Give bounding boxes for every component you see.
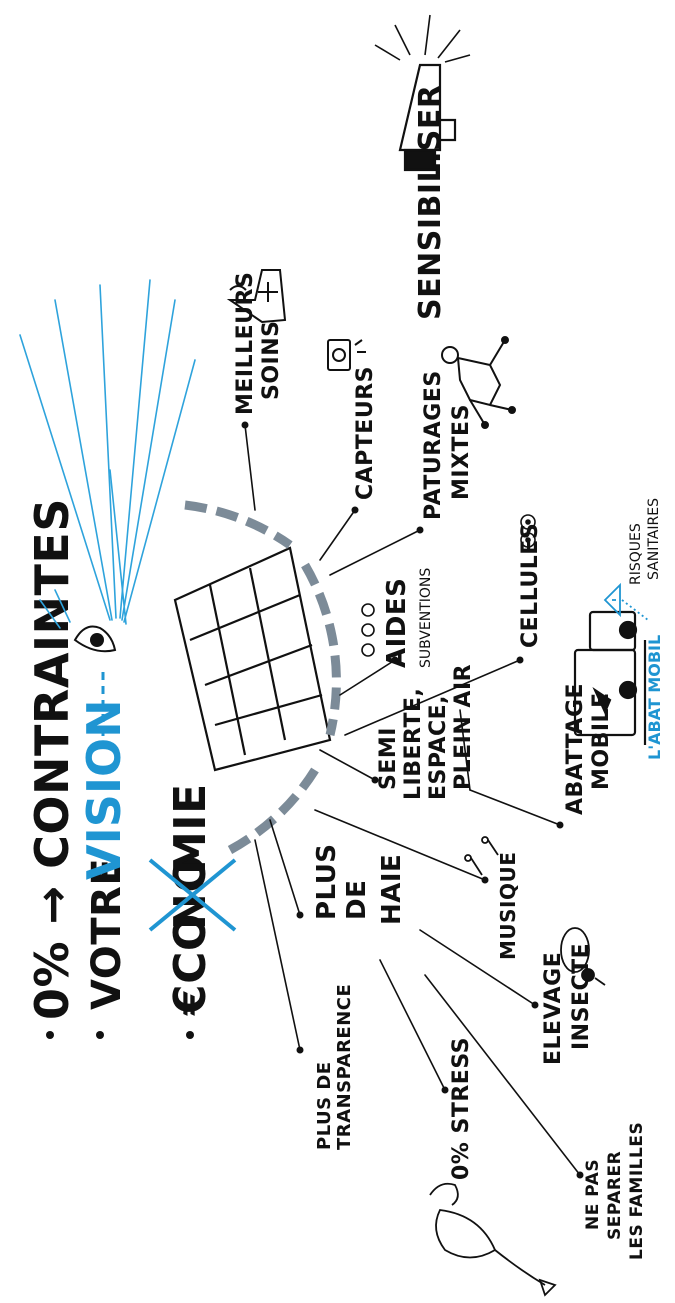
sanitaires-label: SANITAIRES [646,498,662,580]
transparence-label: TRANSPARENCE [334,984,355,1150]
branch-familles: NE PAS SEPARER LES FAMILLES [577,1122,648,1260]
plus-de-label: PLUS DE [314,1061,335,1150]
barn-icon [175,548,330,770]
branch-aides: AIDES SUBVENTIONS [382,568,434,668]
paturages-label: PATURAGES [421,370,446,520]
branch-semi-liberte: SEMI LIBERTE, ESPACE, PLEIN AIR [372,664,477,800]
de-label: DE [342,880,372,920]
stress-label: 0% STRESS [449,1037,474,1180]
risques-label: RISQUES [628,523,644,585]
bullet-3 [186,1031,194,1039]
soins-label: SOINS [259,321,284,401]
liberte-label: LIBERTE, [401,688,426,800]
abat-mobil-label: L'ABAT MOBIL [645,635,664,760]
separer-label: SEPARER [605,1151,625,1240]
insecte-label: INSECTE [569,943,594,1050]
bullet-1 [46,1031,54,1039]
branch-musique: MUSIQUE [482,852,521,960]
music-note-icon [465,837,498,875]
bullet-2 [96,1031,104,1039]
camera-icon [328,340,366,370]
header-block: 0% → CONTRAINTES VOTRE VISION €CO NO MIE [25,498,235,1039]
subventions-label: SUBVENTIONS [418,568,434,668]
semi-label: SEMI [376,727,401,790]
plus-label: PLUS [312,843,342,920]
branch-cellules: CELLULES [517,523,544,664]
branch-plus-de-haie: PLUS DE HAIE [297,843,408,925]
branch-capteurs: CAPTEURS [352,366,379,513]
header-line-1: 0% → CONTRAINTES [25,498,79,1020]
branch-paturages: PATURAGES MIXTES [417,370,475,533]
haie-label: HAIE [377,854,407,925]
aides-label: AIDES [382,578,412,668]
header-line-3-suffix: MIE [165,783,216,875]
meilleurs-label: MEILLEURS [233,272,258,415]
branch-stress: 0% STRESS [442,1037,475,1180]
header-line-2-highlight: VISION [77,699,131,880]
musique-label: MUSIQUE [496,852,520,960]
capteurs-label: CAPTEURS [353,366,378,500]
ne-pas-label: NE PAS [583,1159,603,1230]
warning-icon [605,585,648,620]
mixtes-label: MIXTES [449,404,474,500]
espace-label: ESPACE, [426,695,451,800]
plein-air-label: PLEIN AIR [451,664,476,790]
coin-icon [362,604,374,656]
mobile-label: MOBILE [589,692,614,790]
les-familles-label: LES FAMILLES [627,1122,647,1260]
elevage-label: ELEVAGE [541,952,566,1065]
branch-transparence: PLUS DE TRANSPARENCE [297,984,356,1150]
bird-icon [430,1184,555,1295]
branch-meilleurs-soins: MEILLEURS SOINS [233,272,284,429]
